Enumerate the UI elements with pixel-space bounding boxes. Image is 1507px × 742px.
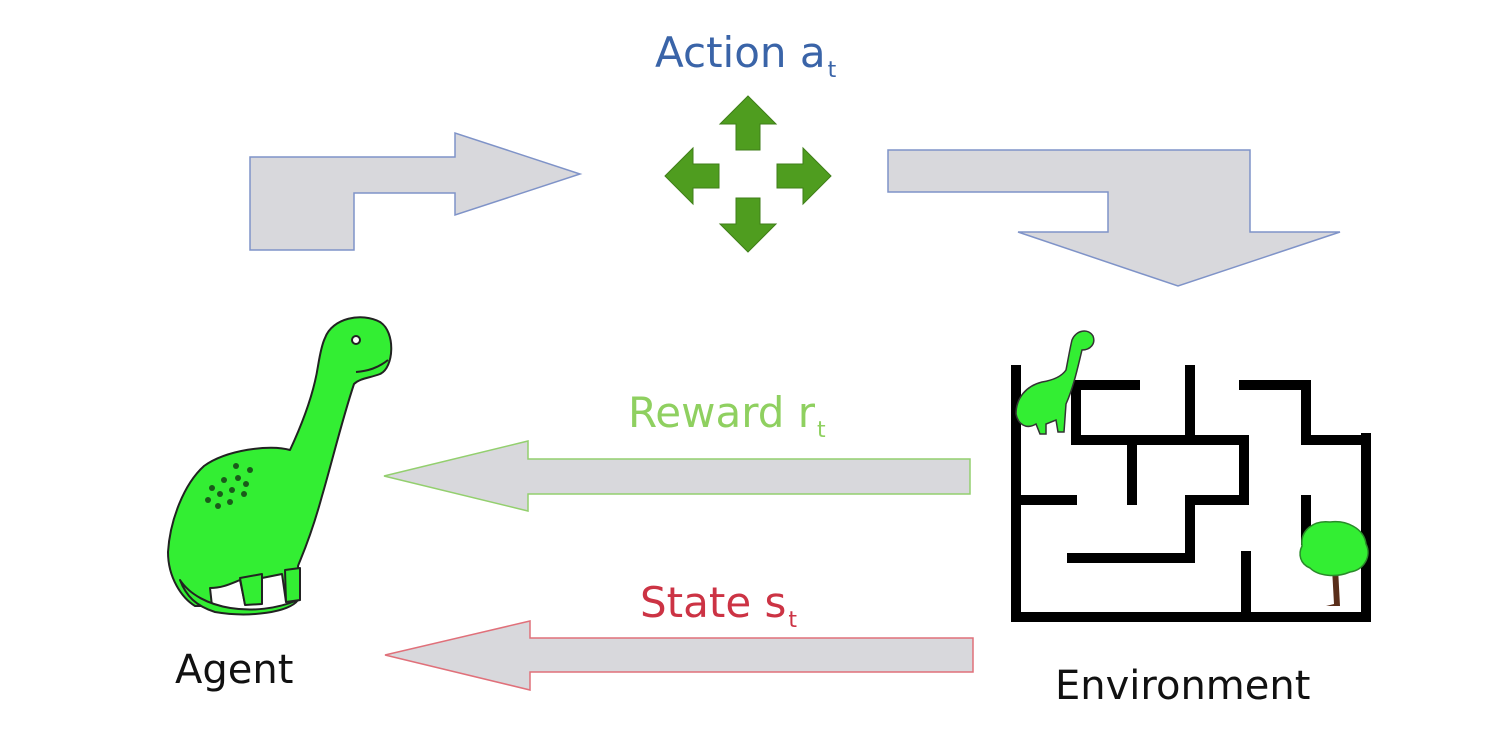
state-label-text: State s bbox=[640, 578, 787, 627]
reward-label-subscript: t bbox=[817, 418, 826, 443]
small-dinosaur-icon bbox=[1015, 330, 1095, 435]
state-label: State st bbox=[640, 582, 797, 632]
state-label-subscript: t bbox=[788, 608, 798, 633]
maze-icon bbox=[1011, 365, 1371, 622]
action-arrow-from-agent bbox=[249, 131, 583, 251]
reward-label-text: Reward r bbox=[628, 388, 816, 437]
reward-label: Reward rt bbox=[628, 392, 826, 442]
agent-label: Agent bbox=[175, 647, 294, 693]
action-label-text: Action a bbox=[655, 28, 826, 77]
tree-icon bbox=[1299, 520, 1369, 606]
four-direction-move-icon bbox=[664, 95, 832, 253]
action-label-subscript: t bbox=[827, 58, 837, 83]
action-arrow-to-environment bbox=[887, 149, 1341, 287]
environment-label: Environment bbox=[1055, 663, 1311, 709]
action-label: Action at bbox=[655, 32, 836, 82]
dinosaur-icon bbox=[167, 316, 393, 616]
state-arrow bbox=[384, 620, 974, 691]
reward-arrow bbox=[383, 440, 971, 512]
